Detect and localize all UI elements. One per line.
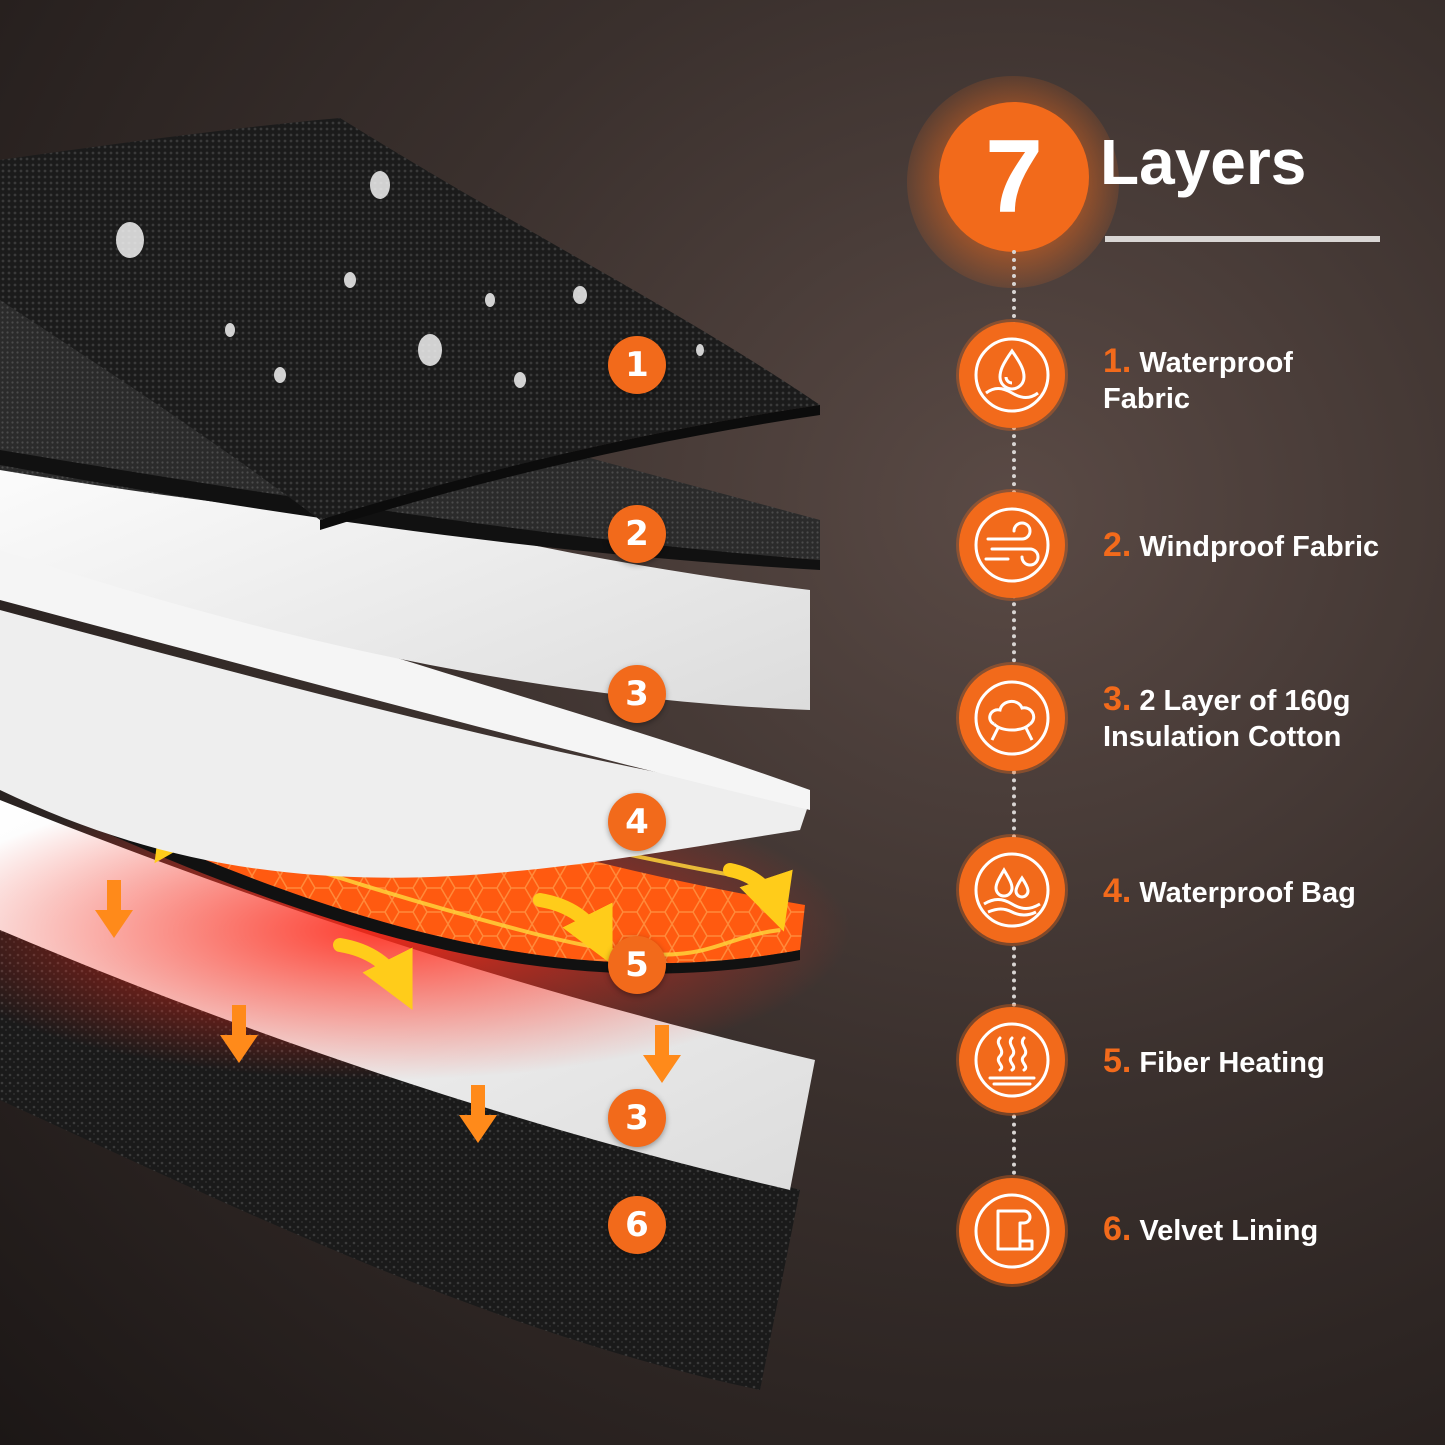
header-underline (1105, 236, 1380, 242)
water-drops-wave-icon (959, 837, 1065, 943)
layer-waterproof-bag (0, 610, 810, 878)
stack-badge-4: 4 (608, 793, 666, 851)
stack-badge-2: 2 (608, 505, 666, 563)
stack-badge-3: 3 (608, 665, 666, 723)
feature-label-5: 5.Fiber Heating (1103, 1042, 1325, 1080)
header-number: 7 (939, 102, 1089, 252)
stack-badge-5: 5 (608, 936, 666, 994)
stack-badge-6: 6 (608, 1196, 666, 1254)
lining-icon (959, 1178, 1065, 1284)
header-title: Layers (1100, 126, 1307, 198)
feature-label-4: 4.Waterproof Bag (1103, 872, 1356, 910)
feature-label-6: 6.Velvet Lining (1103, 1210, 1319, 1248)
feature-label-2: 2.Windproof Fabric (1103, 526, 1380, 564)
layer-waterproof-fabric (0, 118, 820, 520)
heat-icon (959, 1007, 1065, 1113)
stack-badge-3b: 3 (608, 1089, 666, 1147)
water-drop-icon (959, 322, 1065, 428)
wind-icon (959, 492, 1065, 598)
stack-badge-1: 1 (608, 336, 666, 394)
layer-fiber-heating (0, 640, 805, 964)
cotton-icon (959, 665, 1065, 771)
